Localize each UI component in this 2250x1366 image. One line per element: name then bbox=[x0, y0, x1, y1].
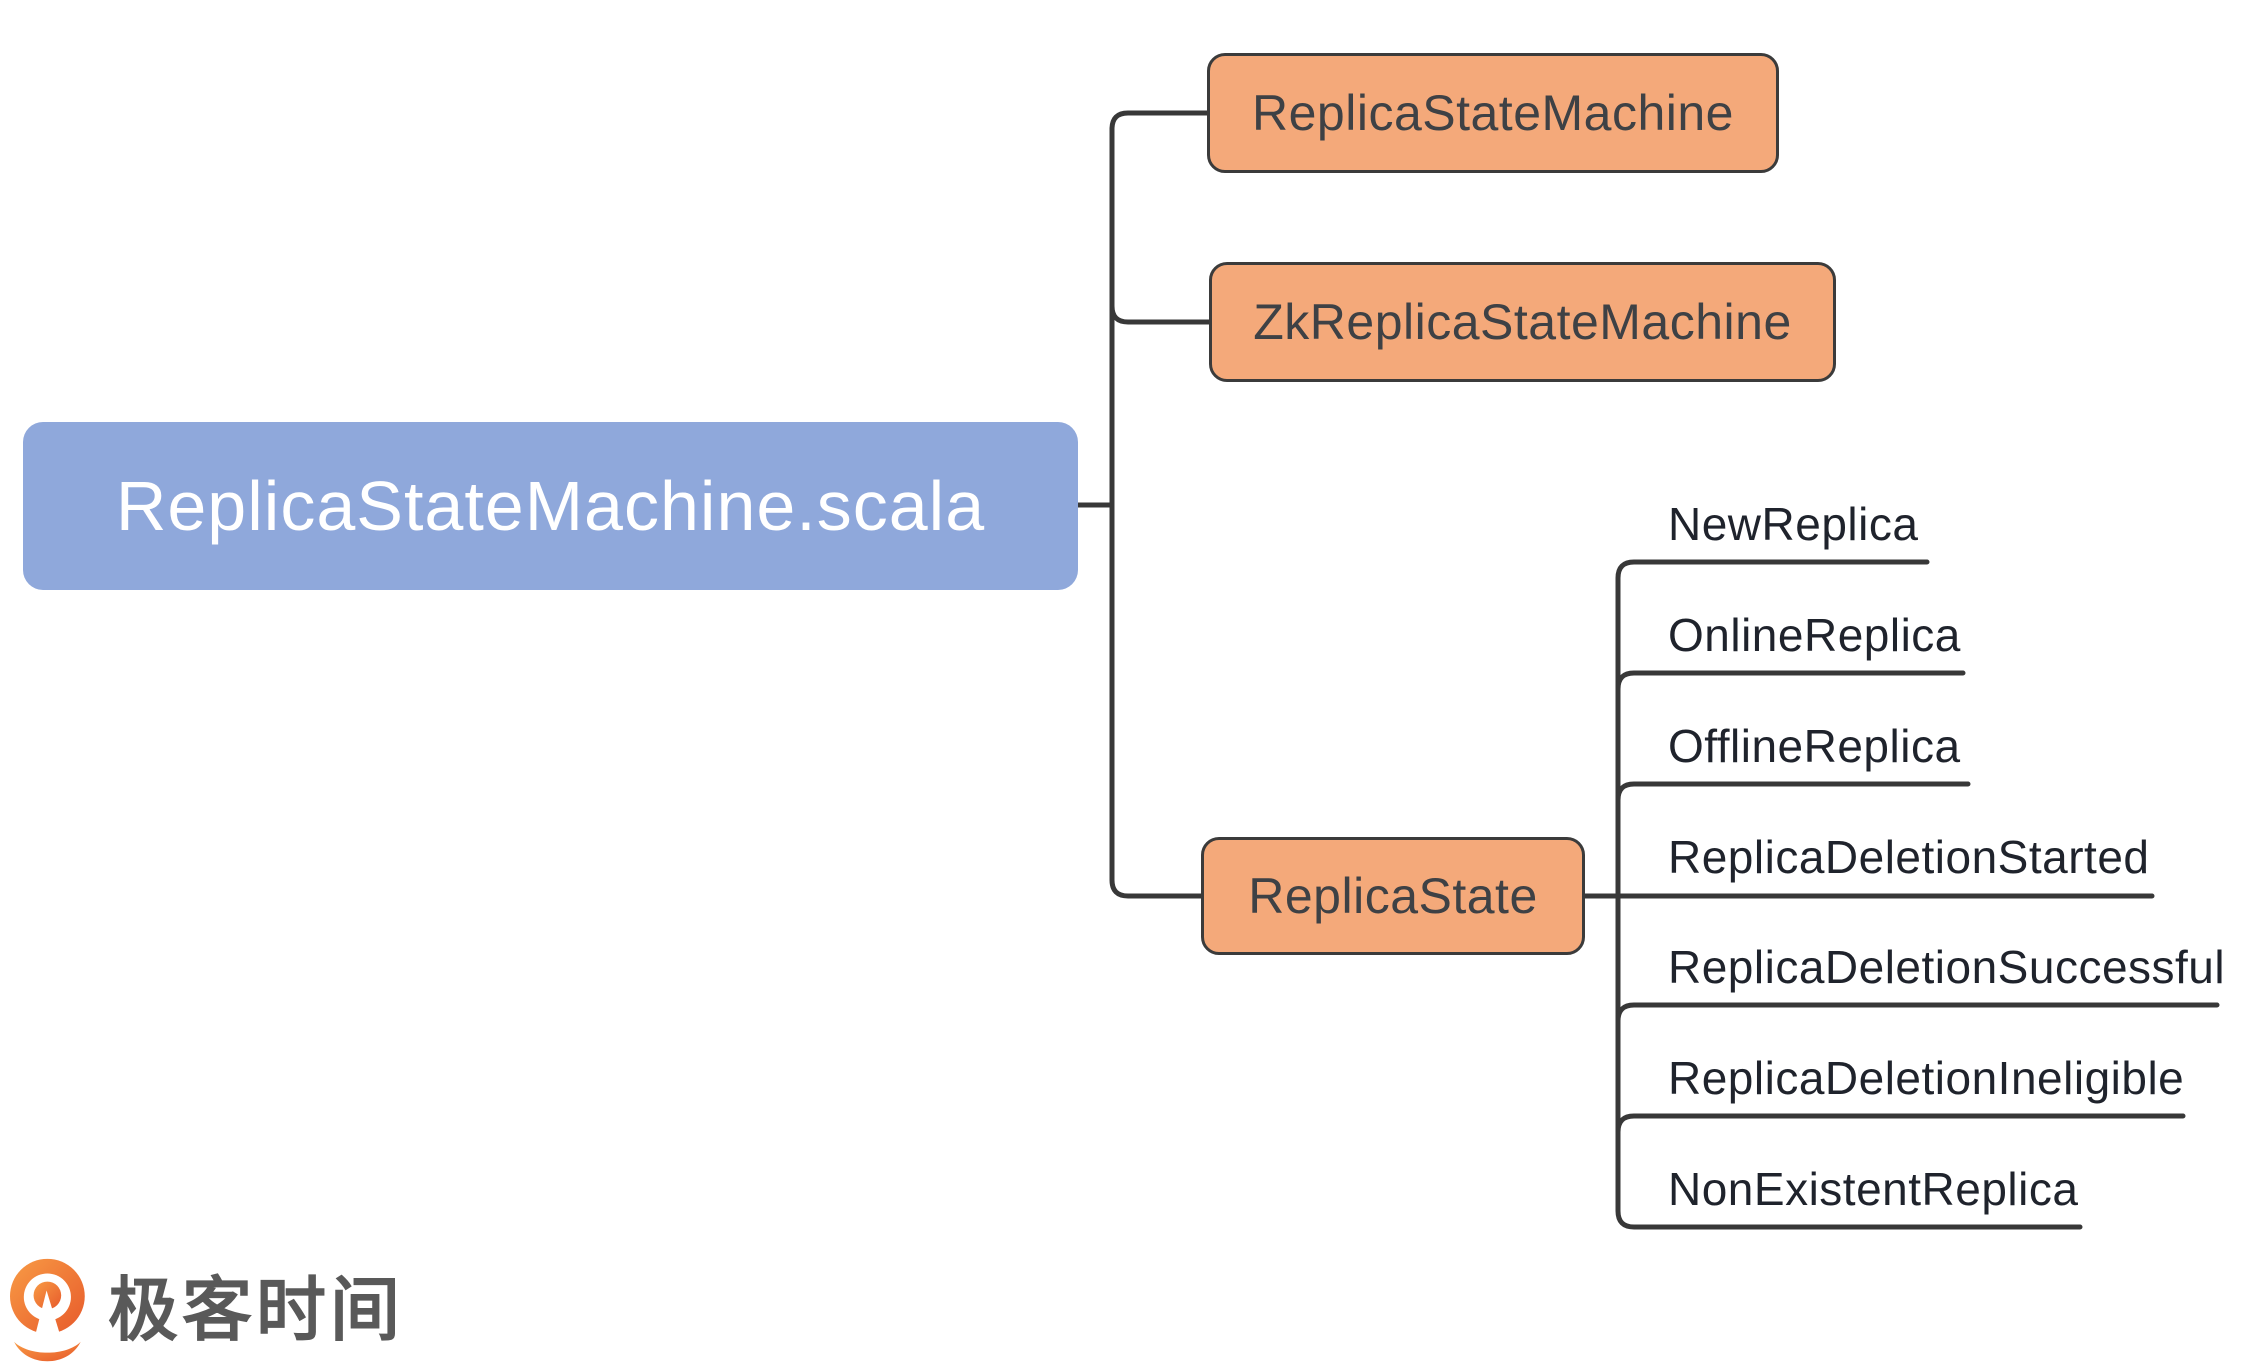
brand-logo: 极客时间 bbox=[8, 1258, 404, 1362]
leaf-underline-onlinereplica bbox=[1615, 670, 1966, 692]
leaf-node-newreplica[interactable]: NewReplica bbox=[1668, 498, 1919, 550]
child-node-replicastate[interactable]: ReplicaState bbox=[1201, 837, 1585, 955]
leaf-node-nonexistentreplica[interactable]: NonExistentReplica bbox=[1668, 1163, 2079, 1215]
child-node-zkreplicastatemachine[interactable]: ZkReplicaStateMachine bbox=[1209, 262, 1836, 382]
geektime-logo-icon bbox=[10, 1258, 85, 1362]
root-node-replicastatemachine-scala[interactable]: ReplicaStateMachine.scala bbox=[23, 422, 1078, 590]
leaf-spine-line bbox=[1615, 559, 2083, 1230]
branch-zkreplicastatemachine-line bbox=[1109, 303, 1212, 325]
leaf-node-replicadeletionineligible[interactable]: ReplicaDeletionIneligible bbox=[1668, 1052, 2185, 1104]
leaf-underline-offlinereplica bbox=[1615, 781, 1971, 803]
leaf-node-replicadeletionsuccessful[interactable]: ReplicaDeletionSuccessful bbox=[1668, 941, 2226, 993]
leaf-underline-replicadeletionsuccessful bbox=[1615, 1002, 2220, 1024]
leaf-underline-replicadeletionineligible bbox=[1615, 1113, 2186, 1135]
leaf-node-offlinereplica[interactable]: OfflineReplica bbox=[1668, 720, 1961, 772]
leaf-node-onlinereplica[interactable]: OnlineReplica bbox=[1668, 609, 1961, 661]
trunk-line bbox=[1109, 110, 1210, 899]
geektime-logo-text: 极客时间 bbox=[108, 1271, 404, 1349]
leaf-node-replicadeletionstarted[interactable]: ReplicaDeletionStarted bbox=[1668, 831, 2150, 883]
child-node-replicastatemachine[interactable]: ReplicaStateMachine bbox=[1207, 53, 1779, 173]
